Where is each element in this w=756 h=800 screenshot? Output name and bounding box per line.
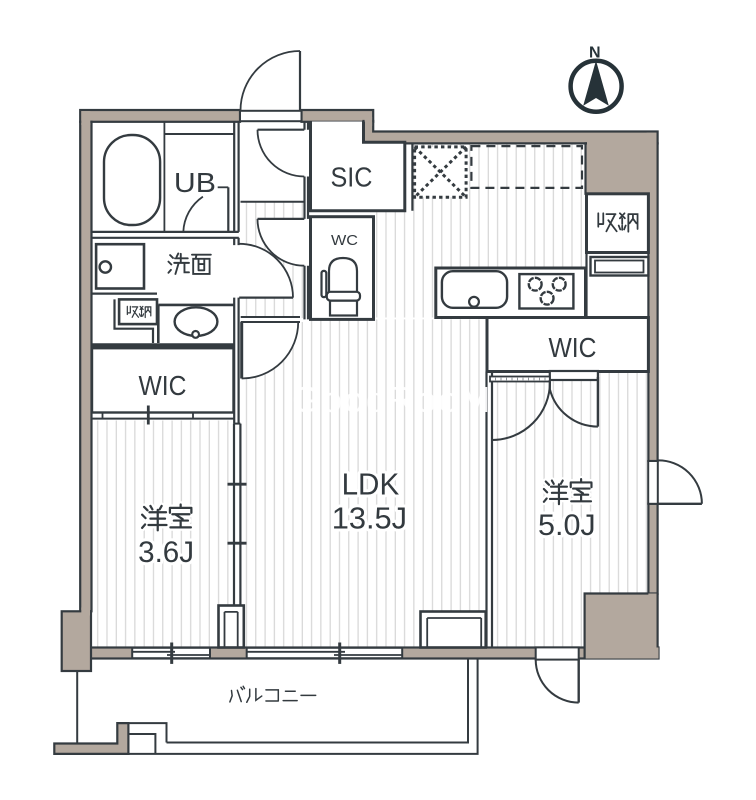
svg-text:GoodRooM: GoodRooM — [292, 379, 492, 420]
svg-text:WIC: WIC — [549, 332, 597, 363]
svg-text:LDK: LDK — [342, 467, 400, 502]
svg-text:3.6J: 3.6J — [138, 536, 194, 569]
svg-text:N: N — [589, 45, 601, 62]
svg-text:SIC: SIC — [331, 162, 373, 193]
svg-text:5.0J: 5.0J — [538, 509, 596, 542]
svg-text:UB: UB — [174, 167, 216, 198]
svg-text:WC: WC — [331, 232, 358, 249]
svg-text:13.5J: 13.5J — [332, 500, 407, 535]
svg-text:WIC: WIC — [139, 370, 187, 401]
